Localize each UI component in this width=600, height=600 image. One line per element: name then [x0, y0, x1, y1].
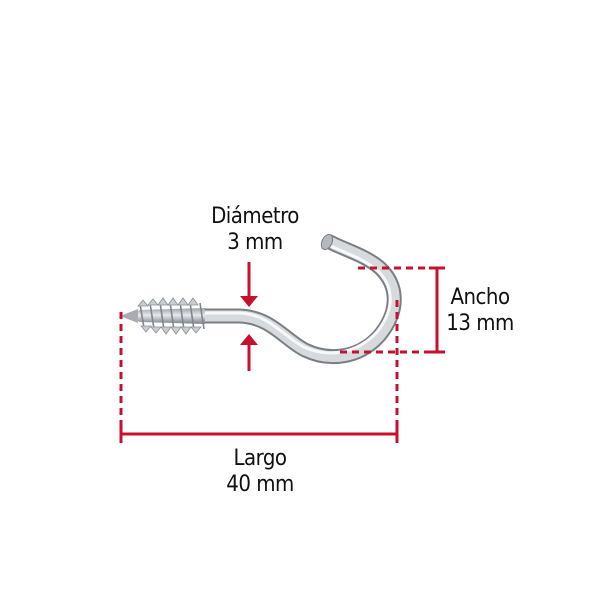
diameter-title: Diámetro [211, 204, 299, 229]
width-value: 13 mm [446, 311, 514, 336]
length-indicator [119, 300, 399, 443]
length-value: 40 mm [226, 472, 294, 497]
width-label: Ancho 13 mm [440, 285, 520, 337]
diameter-indicator [240, 262, 258, 371]
diameter-label: Diámetro 3 mm [190, 204, 320, 256]
screw-hook-image [120, 233, 402, 365]
width-indicator [340, 266, 445, 354]
length-label: Largo 40 mm [205, 446, 315, 498]
width-title: Ancho [450, 285, 510, 310]
length-title: Largo [233, 446, 287, 471]
diameter-value: 3 mm [227, 230, 283, 255]
